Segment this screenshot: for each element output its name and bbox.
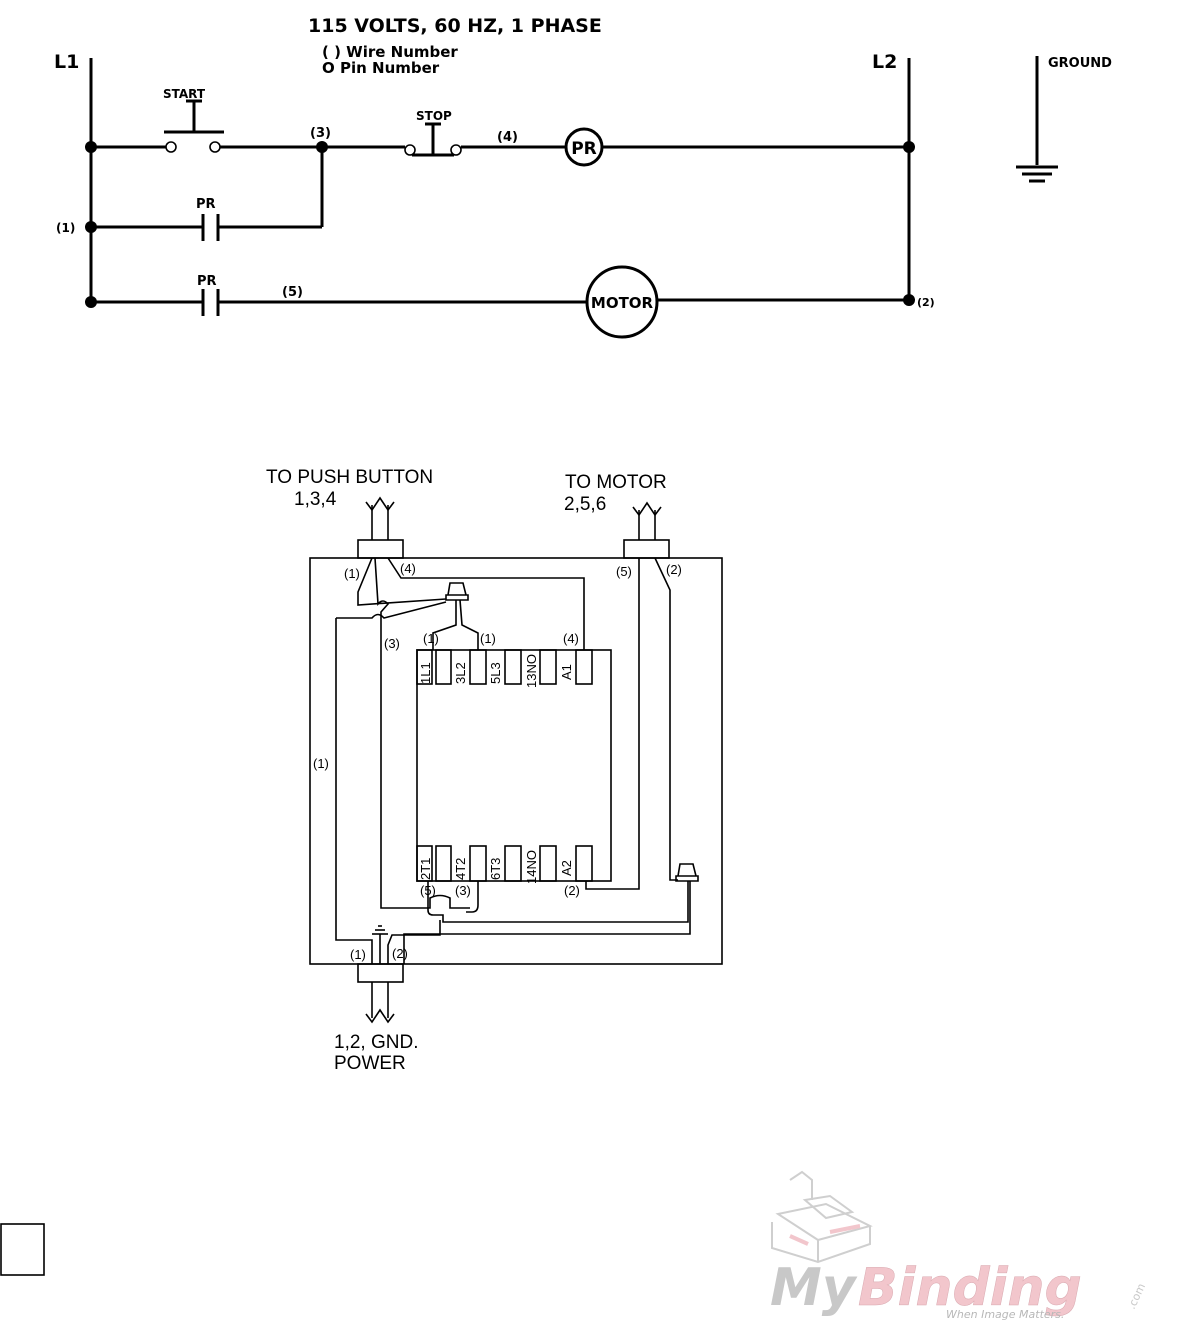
wire-2-label: (2) [917,296,935,309]
bottom-wire-3-label: (3) [455,883,471,898]
mybinding-watermark: My Binding .com When Image Matters. [770,1170,1148,1321]
power-label: POWER [334,1053,406,1074]
power-cable [357,963,404,1024]
terminal-5l3: 5L3 [488,662,503,684]
junction-dot [903,294,915,306]
power-wire-2-label: (2) [392,946,408,961]
motor-pins: 2,5,6 [564,494,606,515]
rung-1: START (3) STOP (4) PR [91,87,909,167]
wire-nut-bottom [675,863,699,882]
l1-label: L1 [54,51,79,73]
start-contact-left [165,141,177,153]
stop-label: STOP [416,109,452,123]
bottom-terminals: 2T1 4T2 6T3 14NO A2 [416,845,593,884]
terminal-2t1: 2T1 [418,858,433,880]
motor-title: TO MOTOR [565,472,667,493]
header-voltage: 115 VOLTS, 60 HZ, 1 PHASE [308,15,602,37]
motor-symbol [585,265,659,339]
pr-contact-1-label: PR [196,197,216,212]
pr-contact-2-label: PR [197,274,217,289]
pb-wire-1-label: (1) [344,566,360,581]
wire-nut-top [445,582,469,601]
header-wire-number: ( ) Wire Number [322,43,458,61]
ground-label: GROUND [1048,56,1112,71]
header-pin-number: O Pin Number [322,59,440,77]
motor-label: MOTOR [591,294,654,312]
power-wire-1-label: (1) [350,947,366,962]
push-button-pins: 1,3,4 [294,489,337,510]
junction-dot [903,141,915,153]
brand-tagline: When Image Matters. [946,1308,1064,1321]
ground-lug-icon [372,925,388,964]
power-pins: 1,2, GND. [334,1032,418,1053]
stop-contact-right [450,144,462,156]
wiring-diagram: TO PUSH BUTTON 1,3,4 TO MOTOR 2,5,6 1,2,… [266,467,723,1074]
terminal-4t2: 4T2 [453,858,468,880]
junction-dot [85,296,97,308]
wire-3-label: (3) [310,126,331,141]
motor-wire-2-label: (2) [666,562,682,577]
pb-wire-4-label: (4) [400,561,416,576]
wire-5-label: (5) [282,285,303,300]
terminal-a2: A2 [559,860,574,876]
motor-cable [623,501,670,559]
wire-1-label-wiring: (1) [313,756,329,771]
stop-contact-left [404,144,416,156]
bottom-wire-5-label: (5) [420,883,436,898]
terminal-wire-1-right-label: (1) [480,631,496,646]
terminal-3l2: 3L2 [453,662,468,684]
terminal-6t3: 6T3 [488,858,503,880]
pr-coil-label: PR [571,139,597,159]
junction-dot [316,141,328,153]
brand-my: My [770,1258,858,1318]
internal-wires [335,557,691,964]
rung-3: PR (5) MOTOR (2) [91,265,935,339]
terminal-14no: 14NO [524,850,539,884]
terminal-wire-1-left-label: (1) [423,631,439,646]
ladder-diagram: 115 VOLTS, 60 HZ, 1 PHASE ( ) Wire Numbe… [54,15,1112,339]
motor-wire-5-label: (5) [616,564,632,579]
terminal-a1: A1 [559,664,574,680]
start-contact-right [209,141,221,153]
wire-3-label-wiring: (3) [384,636,400,651]
brand-binding: Binding [858,1258,1082,1318]
rung-2: PR (1) [56,147,324,241]
brand-com: .com [1125,1281,1148,1311]
terminal-wire-4-label: (4) [563,631,579,646]
wire-1-label: (1) [56,221,75,235]
bottom-wire-2-label: (2) [564,883,580,898]
push-button-title: TO PUSH BUTTON [266,467,433,488]
enclosure [309,557,723,965]
terminal-1l1: 1L1 [418,662,433,684]
junction-dot [85,221,97,233]
corner-box [0,1223,45,1276]
start-label: START [163,87,206,101]
binding-machine-icon [771,1170,873,1264]
ground-symbol [1016,56,1058,183]
wire-4-label: (4) [497,130,518,145]
junction-dot [85,141,97,153]
terminal-13no: 13NO [524,654,539,688]
push-button-cable [357,496,404,559]
l2-label: L2 [872,51,897,73]
top-terminals: 1L1 3L2 5L3 13NO A1 [416,649,593,688]
